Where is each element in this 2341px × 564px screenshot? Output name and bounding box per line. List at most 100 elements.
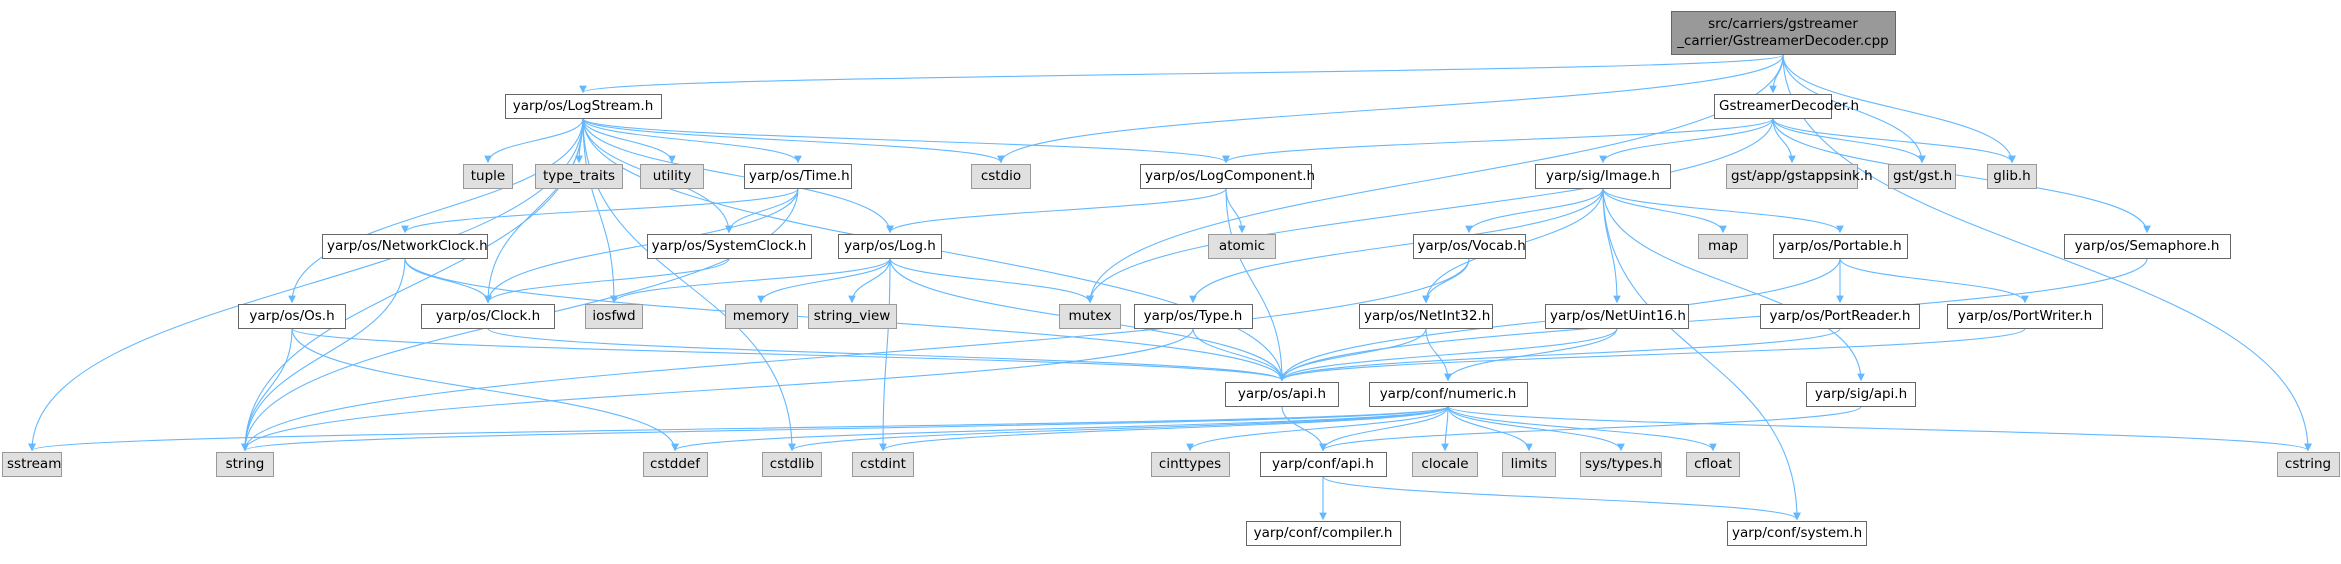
- node-netint32[interactable]: yarp/os/NetInt32.h: [1359, 303, 1493, 329]
- edge-log-to-mutex: [889, 258, 1094, 304]
- edge-portwriter-to-osapi: [1278, 328, 2026, 382]
- node-vocab[interactable]: yarp/os/Vocab.h: [1412, 233, 1526, 259]
- edge-numeric-to-cinttypes: [1186, 406, 1449, 452]
- node-portwriter[interactable]: yarp/os/PortWriter.h: [1947, 303, 2103, 329]
- edge-root-to-cstring: [1782, 54, 2312, 452]
- node-sstream: sstream: [2, 451, 62, 477]
- node-osapi[interactable]: yarp/os/api.h: [1225, 381, 1339, 407]
- edge-numeric-to-cstring: [1447, 406, 2312, 452]
- edge-logstream-to-os: [288, 118, 584, 304]
- node-map: map: [1698, 233, 1748, 259]
- node-tuple: tuple: [463, 163, 513, 189]
- edge-root-to-cstdio: [997, 54, 1784, 164]
- node-string: string: [216, 451, 274, 477]
- edge-log-to-memory: [757, 258, 891, 304]
- edge-root-to-gstdec: [1769, 54, 1784, 94]
- edge-logstream-to-time: [582, 118, 802, 164]
- node-image[interactable]: yarp/sig/Image.h: [1535, 163, 1671, 189]
- edge-gstdec-to-glib: [1772, 118, 2016, 164]
- node-system[interactable]: yarp/conf/system.h: [1727, 520, 1867, 546]
- edge-gstdec-to-gstgst: [1772, 118, 1926, 164]
- edge-os-to-osapi: [291, 328, 1286, 382]
- edge-image-to-sigapi: [1602, 188, 1865, 382]
- edge-numeric-to-limits: [1447, 406, 1533, 452]
- node-memory: memory: [724, 303, 798, 329]
- edge-vocab-to-string: [241, 258, 1470, 452]
- edge-confapi-to-system: [1322, 476, 1801, 521]
- edge-networkclock-to-string: [241, 258, 406, 452]
- node-time[interactable]: yarp/os/Time.h: [744, 163, 852, 189]
- edge-image-to-map: [1602, 188, 1727, 234]
- edge-vocab-to-netint32: [1422, 258, 1470, 304]
- edge-logstream-to-clock: [484, 118, 584, 304]
- node-gstgst: gst/gst.h: [1888, 163, 1956, 189]
- node-limits: limits: [1502, 451, 1556, 477]
- edge-systemclock-to-clock: [484, 258, 730, 304]
- node-iosfwd: iosfwd: [585, 303, 643, 329]
- node-logcomponent[interactable]: yarp/os/LogComponent.h: [1140, 163, 1315, 189]
- node-cstdlib: cstdlib: [762, 451, 822, 477]
- edge-gstdec-to-semaphore: [1772, 118, 2151, 234]
- edge-numeric-to-cstdint: [879, 406, 1449, 452]
- edge-gstdec-to-image: [1599, 118, 1774, 164]
- edge-root-to-glib: [1782, 54, 2016, 164]
- node-clock[interactable]: yarp/os/Clock.h: [421, 303, 555, 329]
- edge-netuint16-to-osapi: [1278, 328, 1618, 382]
- node-compiler[interactable]: yarp/conf/compiler.h: [1245, 520, 1401, 546]
- node-type-traits: type_traits: [535, 163, 623, 189]
- node-gstdec[interactable]: GstreamerDecoder.h: [1714, 93, 1859, 119]
- edge-time-to-clock: [484, 188, 799, 304]
- edge-numeric-to-systypes: [1447, 406, 1625, 452]
- node-portable[interactable]: yarp/os/Portable.h: [1772, 233, 1908, 259]
- edge-netint32-to-osapi: [1278, 328, 1427, 382]
- node-netuint16[interactable]: yarp/os/NetUint16.h: [1545, 303, 1689, 329]
- node-logstream[interactable]: yarp/os/LogStream.h: [504, 93, 662, 119]
- edge-logstream-to-tuple: [484, 118, 584, 164]
- edge-log-to-string_view: [848, 258, 891, 304]
- edge-semaphore-to-osapi: [1278, 258, 2148, 382]
- node-mutex: mutex: [1059, 303, 1121, 329]
- node-cstddef: cstddef: [642, 451, 708, 477]
- edge-portreader-to-osapi: [1278, 328, 1841, 382]
- node-systypes: sys/types.h: [1580, 451, 1662, 477]
- node-networkclock[interactable]: yarp/os/NetworkClock.h: [322, 233, 488, 259]
- edge-type-to-osapi: [1192, 328, 1286, 382]
- edge-numeric-to-sstream: [28, 406, 1449, 452]
- root-source-node[interactable]: src/carriers/gstreamer_carrier/Gstreamer…: [1670, 11, 1896, 55]
- edge-type-to-string: [241, 328, 1194, 452]
- edge-os-to-string: [241, 328, 293, 452]
- node-cstdint: cstdint: [852, 451, 914, 477]
- node-sigapi[interactable]: yarp/sig/api.h: [1806, 381, 1916, 407]
- node-log[interactable]: yarp/os/Log.h: [838, 233, 942, 259]
- node-glib: glib.h: [1987, 163, 2037, 189]
- node-cinttypes: cinttypes: [1150, 451, 1230, 477]
- edge-logcomponent-to-log: [886, 188, 1227, 234]
- edge-logstream-to-cstdio: [582, 118, 1005, 164]
- edge-image-to-portable: [1602, 188, 1844, 234]
- edge-sigapi-to-confapi: [1319, 406, 1862, 452]
- edge-logstream-to-utility: [582, 118, 676, 164]
- edge-time-to-systemclock: [725, 188, 799, 234]
- edge-image-to-system: [1602, 188, 1801, 521]
- node-atomic: atomic: [1208, 233, 1276, 259]
- edge-image-to-vocab: [1465, 188, 1604, 234]
- root-label-line-2: _carrier/GstreamerDecoder.cpp: [1677, 33, 1889, 49]
- edge-gstdec-to-mutex: [1086, 118, 1774, 304]
- node-numeric[interactable]: yarp/conf/numeric.h: [1368, 381, 1528, 407]
- node-gstappsink: gst/app/gstappsink.h: [1726, 163, 1873, 189]
- edge-numeric-to-confapi: [1319, 406, 1449, 452]
- edge-log-to-iosfwd: [610, 258, 891, 304]
- node-portreader[interactable]: yarp/os/PortReader.h: [1760, 303, 1920, 329]
- edge-logcomponent-to-osapi: [1225, 188, 1286, 382]
- node-os[interactable]: yarp/os/Os.h: [238, 303, 346, 329]
- node-confapi[interactable]: yarp/conf/api.h: [1259, 451, 1387, 477]
- node-string-view: string_view: [807, 303, 897, 329]
- node-systemclock[interactable]: yarp/os/SystemClock.h: [646, 233, 812, 259]
- edge-image-to-type: [1189, 188, 1604, 304]
- edge-gstdec-to-logcomponent: [1222, 118, 1774, 164]
- node-semaphore[interactable]: yarp/os/Semaphore.h: [2063, 233, 2231, 259]
- node-type[interactable]: yarp/os/Type.h: [1133, 303, 1253, 329]
- edge-networkclock-to-clock: [404, 258, 492, 304]
- edge-root-to-logstream: [579, 54, 1784, 94]
